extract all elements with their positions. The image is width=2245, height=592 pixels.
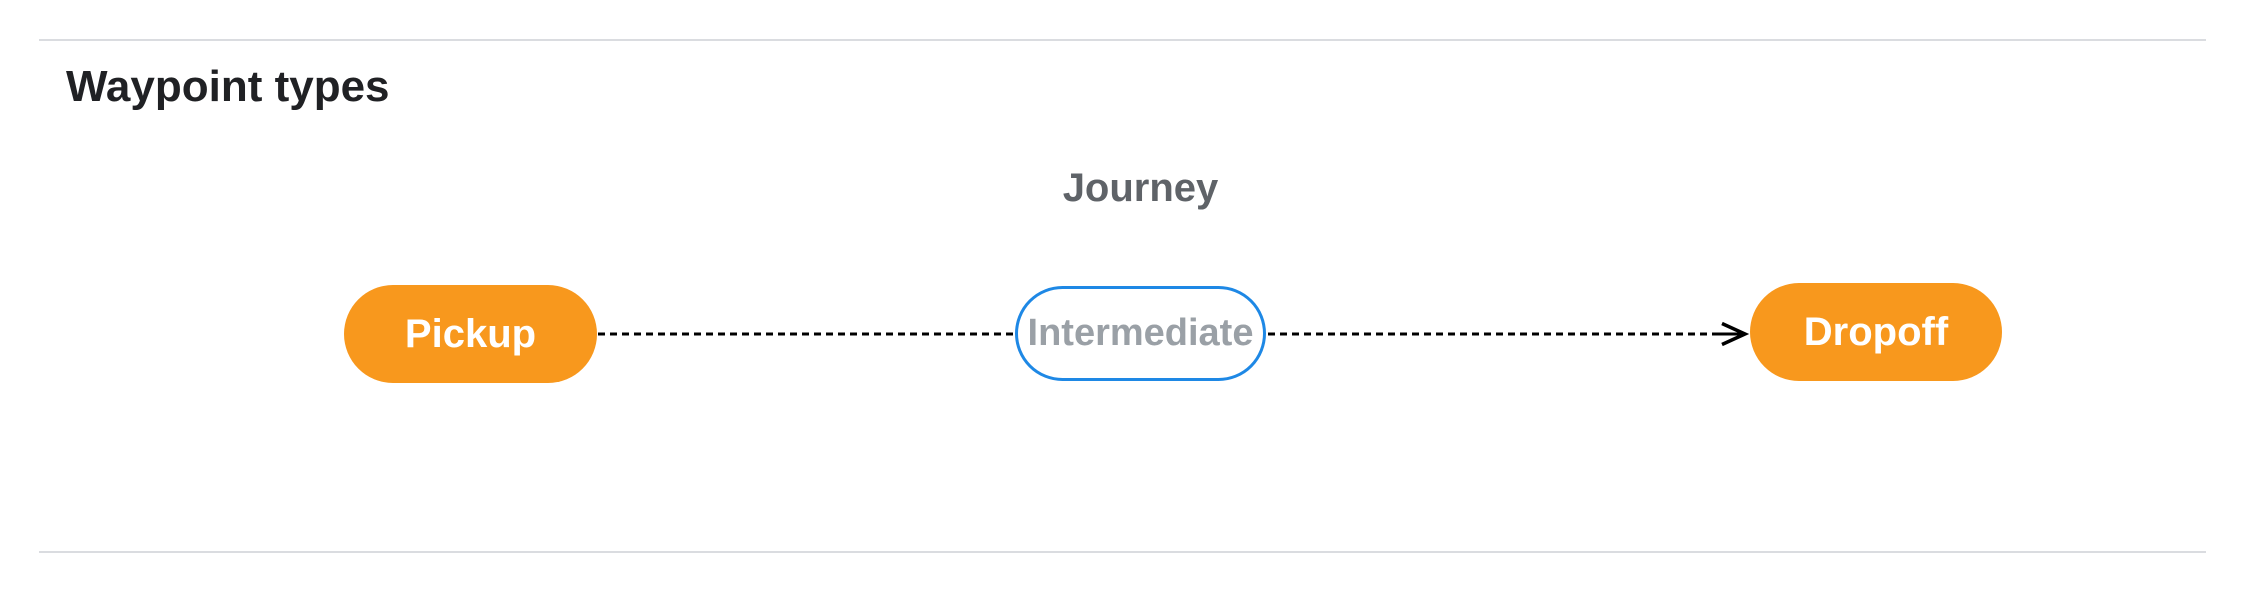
node-dropoff: Dropoff (1750, 283, 2002, 381)
top-divider (39, 39, 2206, 41)
node-intermediate-label: Intermediate (1027, 312, 1254, 354)
node-pickup-label: Pickup (404, 311, 537, 356)
node-dropoff-label: Dropoff (1803, 309, 1949, 354)
journey-group-label: Journey (1062, 166, 1219, 210)
bottom-divider (39, 551, 2206, 553)
node-pickup: Pickup (344, 285, 597, 383)
node-intermediate: Intermediate (1015, 286, 1266, 381)
arrowhead-icon (1721, 321, 1750, 347)
edge-intermediate-to-dropoff (1268, 321, 1750, 347)
page-title: Waypoint types (66, 62, 390, 111)
